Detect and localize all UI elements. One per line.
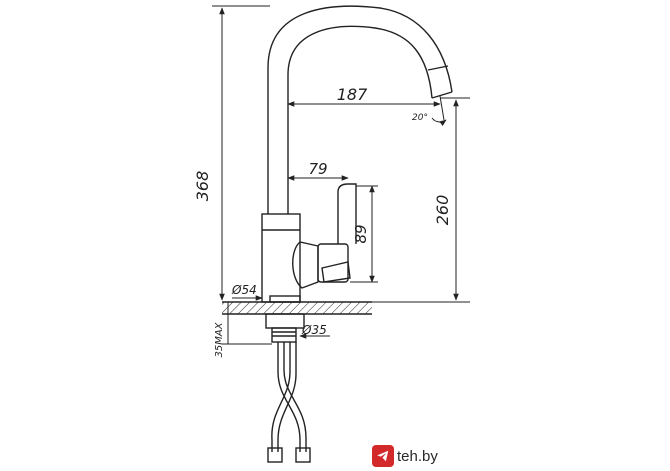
mount-nut bbox=[265, 313, 305, 329]
spout-outline bbox=[267, 5, 453, 214]
watermark-text: teh.by bbox=[397, 447, 438, 465]
mount-thread bbox=[271, 327, 297, 343]
countertop-hatch bbox=[222, 302, 372, 314]
dimension-label-260: 260 bbox=[433, 195, 452, 226]
lever-hub bbox=[292, 241, 319, 289]
spout-inner-outline bbox=[287, 25, 433, 214]
dimension-label-20deg: 20° bbox=[412, 113, 428, 123]
hose-fitting-right bbox=[295, 447, 311, 463]
spout-joint-line bbox=[427, 65, 449, 71]
dimension-label-d35: Ø35 bbox=[301, 323, 327, 337]
faucet-body bbox=[261, 213, 301, 303]
lever-handle bbox=[337, 183, 357, 244]
hose-right bbox=[271, 342, 291, 452]
watermark: teh.by bbox=[372, 443, 438, 469]
mount-flange bbox=[269, 295, 301, 303]
spout-outlet bbox=[431, 91, 453, 99]
hose-fitting-left bbox=[267, 447, 283, 463]
dimension-label-187: 187 bbox=[337, 85, 368, 104]
dimension-label-d54: Ø54 bbox=[231, 283, 257, 297]
telegram-plane-icon bbox=[372, 445, 394, 467]
dimension-label-35max: 35MAX bbox=[214, 321, 225, 357]
dimension-label-89: 89 bbox=[352, 224, 370, 243]
hose-left bbox=[277, 342, 301, 452]
angle-arc-20 bbox=[431, 117, 447, 127]
dimension-label-368: 368 bbox=[193, 171, 212, 202]
dimension-label-79: 79 bbox=[308, 160, 327, 178]
